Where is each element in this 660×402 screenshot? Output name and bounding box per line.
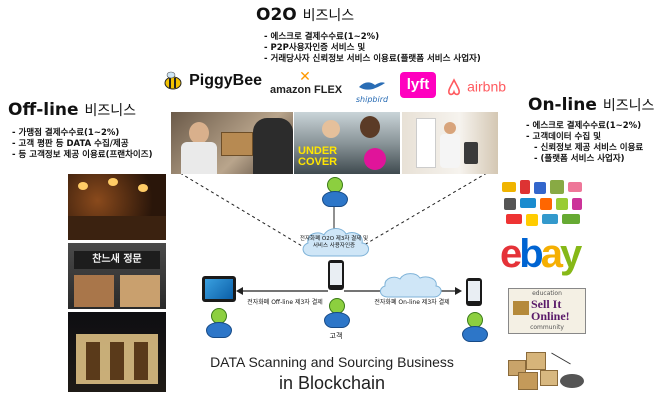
- box-icon: [513, 301, 529, 315]
- offline-bullet-continuation: 등 고객정보 제공 이용료(프랜차이즈): [18, 150, 153, 160]
- bird-icon: [359, 82, 385, 90]
- ebay-letter-a: a: [540, 232, 563, 276]
- cafe-photo: [68, 312, 166, 392]
- shipbird-logo-text: shipbird: [355, 95, 389, 104]
- lyft-logo-text: lyft: [406, 76, 430, 93]
- diagram-title-line2: in Blockchain: [278, 373, 386, 393]
- offline-heading-title: Off-line: [8, 100, 79, 120]
- shopping-items-icon: [500, 180, 586, 228]
- sell-it-online-logo: education Sell It Online! community: [508, 288, 586, 334]
- online-bullet: 에스크로 결제수수료(1~2%): [526, 121, 643, 132]
- online-bullet-continuation: 신뢰정보 제공 서비스 이용료: [540, 143, 644, 153]
- amazon-flex-logo-text: amazon FLEX: [270, 84, 343, 96]
- airbnb-icon: [448, 77, 460, 95]
- bee-icon: [164, 71, 182, 90]
- airbnb-photo: [402, 112, 498, 174]
- online-bullets: 에스크로 결제수수료(1~2%) 고객데이터 수집 및 신뢰정보 제공 서비스 …: [526, 121, 644, 165]
- online-heading: On-line 비즈니스: [528, 95, 654, 115]
- o2o-cloud-label-line1: 전자화폐 O2O 제3자 결제 및: [299, 236, 369, 242]
- offline-bullet: 가맹점 결제수수료(1~2%): [12, 128, 152, 139]
- offline-heading-ko: 비즈니스: [84, 103, 137, 119]
- o2o-bullet: 에스크로 결제수수료(1~2%): [264, 32, 481, 43]
- online-heading-ko: 비즈니스: [602, 98, 655, 114]
- diagram-title-line1: DATA Scanning and Sourcing Business: [210, 354, 454, 370]
- online-seller-phone-icon: [466, 278, 482, 306]
- online-payment-label: 전자화폐 On-line 제3자 결제: [374, 299, 450, 306]
- o2o-cloud-icon: [298, 222, 374, 260]
- undercover-text: UNDER COVER: [298, 145, 338, 168]
- piggybee-logo-text: PiggyBee: [189, 72, 263, 89]
- customer-phone-icon: [328, 260, 344, 290]
- offline-bullets: 가맹점 결제수수료(1~2%) 고객 평판 등 DATA 수집/제공 등 고객정…: [12, 128, 153, 161]
- sell-it-bottom-text: community: [530, 324, 564, 331]
- amazon-flex-logo: ✕ amazon FLEX: [270, 69, 343, 96]
- sell-it-line2: Online!: [531, 309, 570, 323]
- merchant-tablet-icon: [202, 276, 236, 302]
- online-bullet-continued: (플랫폼 서비스 사업자): [526, 154, 643, 165]
- o2o-bullet: P2P사용자인증 서비스 및: [264, 43, 481, 54]
- customer-icon: [320, 298, 352, 328]
- airbnb-logo-text: airbnb: [467, 78, 507, 95]
- lyft-logo: lyft: [400, 72, 436, 98]
- o2o-heading: O2O 비즈니스: [256, 5, 354, 25]
- ebay-letter-b: b: [519, 232, 544, 276]
- offline-payment-label: 전자화폐 Off-line 제3자 결제: [247, 299, 323, 306]
- delivery-photo: [171, 112, 293, 174]
- o2o-bullets: 에스크로 결제수수료(1~2%) P2P사용자인증 서비스 및 거래당사자 신뢰…: [264, 32, 481, 65]
- undercover-photo: UNDER COVER: [294, 112, 400, 174]
- online-cloud-icon: [376, 268, 446, 300]
- offline-bullet: 고객 평판 등 DATA 수집/제공: [12, 139, 152, 150]
- ebay-letter-e: e: [500, 232, 522, 276]
- online-bullet-continuation: (플랫폼 서비스 사업자): [540, 154, 625, 164]
- boxes-mouse-icon: [500, 344, 592, 396]
- offline-heading: Off-line 비즈니스: [8, 100, 136, 120]
- amazon-flex-icon: ✕: [299, 69, 311, 85]
- storefront-photo: 찬느새 정문: [68, 243, 166, 309]
- online-bullet: 고객데이터 수집 및: [526, 132, 643, 143]
- merchant-icon: [202, 308, 234, 338]
- restaurant-photo: [68, 174, 166, 240]
- o2o-user-icon: [318, 177, 350, 207]
- piggybee-logo: PiggyBee: [162, 70, 262, 92]
- ebay-letter-y: y: [559, 232, 582, 276]
- shipbird-logo: shipbird: [352, 76, 392, 104]
- store-sign: 찬느새 정문: [74, 251, 160, 269]
- o2o-heading-ko: 비즈니스: [302, 8, 355, 24]
- airbnb-logo: airbnb: [446, 76, 506, 96]
- o2o-cloud-label-line2: 서비스 사용자인증: [312, 243, 356, 249]
- online-heading-title: On-line: [528, 95, 597, 115]
- sell-it-line1: Sell It: [531, 297, 562, 311]
- ebay-logo: ebay: [500, 232, 582, 276]
- offline-bullet-continued: 등 고객정보 제공 이용료(프랜차이즈): [12, 150, 153, 161]
- o2o-heading-title: O2O: [256, 5, 297, 25]
- o2o-bullet: 거래당사자 신뢰정보 서비스 이용료(플랫폼 서비스 사업자): [264, 54, 481, 65]
- sell-it-top-text: education: [532, 290, 562, 297]
- online-bullet-continued: 신뢰정보 제공 서비스 이용료: [526, 143, 644, 154]
- o2o-cloud-label: 전자화폐 O2O 제3자 결제 및 서비스 사용자인증: [282, 236, 386, 250]
- undercover-badge-icon: [364, 148, 386, 170]
- customer-label: 고객: [329, 332, 343, 340]
- online-seller-icon: [458, 312, 490, 342]
